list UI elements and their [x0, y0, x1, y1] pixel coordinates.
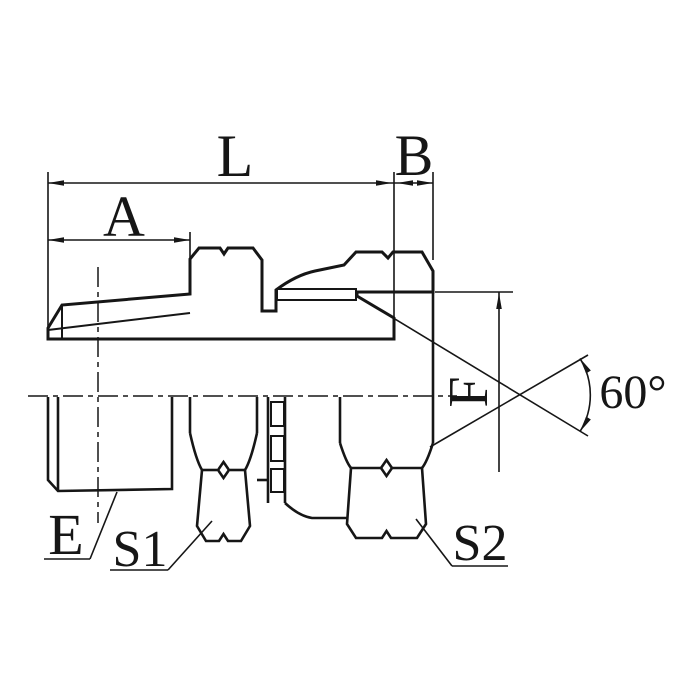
stub-thread-block	[270, 435, 285, 462]
label-E-leader	[89, 491, 118, 560]
body-section-outline	[46, 246, 435, 341]
dim-label-B: B	[395, 123, 434, 188]
stub-thread-block	[270, 468, 285, 493]
hex-s1-view	[188, 397, 259, 543]
section-view-top	[46, 246, 435, 341]
hex-s1-chamfer-arc-left	[188, 432, 204, 471]
hex-s2-corner-diamond	[379, 457, 394, 479]
arrow-L-left	[48, 180, 64, 186]
centerlines	[28, 267, 457, 523]
dimension-annotations: L A B F	[47, 123, 513, 472]
label-S2: S2	[453, 515, 508, 572]
dim-label-A: A	[103, 184, 145, 249]
arrow-L-right	[376, 180, 392, 186]
hex-s2-view	[338, 271, 435, 540]
leader-labels: E S1 S2	[44, 491, 508, 578]
thread-root-line	[47, 312, 191, 331]
stub-thread-view	[257, 397, 347, 520]
arrow-F-up	[496, 293, 502, 309]
label-S2-leader	[415, 518, 453, 567]
dim-label-F: F	[438, 376, 500, 407]
cone-line-upper	[356, 295, 589, 437]
male-thread-end-view	[46, 397, 174, 493]
label-S1: S1	[113, 521, 168, 578]
hex-s2-lower-outline	[345, 467, 428, 540]
hex-s1-chamfer-arc-right	[243, 432, 259, 471]
seat-angle-annotation: 60°	[356, 295, 667, 448]
angle-label-60: 60°	[599, 366, 666, 419]
hex-s1-lower-outline	[195, 469, 252, 543]
nut-collar-curve	[284, 502, 347, 520]
hex-s1-corner-diamond	[216, 459, 231, 481]
support-sleeve	[276, 288, 357, 301]
stub-thread-block	[270, 401, 285, 427]
dim-label-L: L	[217, 123, 254, 189]
label-E: E	[48, 502, 83, 567]
arrow-A-right	[174, 237, 190, 243]
hex-s2-chamfer-arc-left	[338, 442, 353, 469]
arrow-A-left	[48, 237, 64, 243]
label-S1-leader	[167, 520, 213, 571]
exterior-view-bottom	[46, 271, 435, 543]
cone-line-lower	[429, 354, 589, 448]
